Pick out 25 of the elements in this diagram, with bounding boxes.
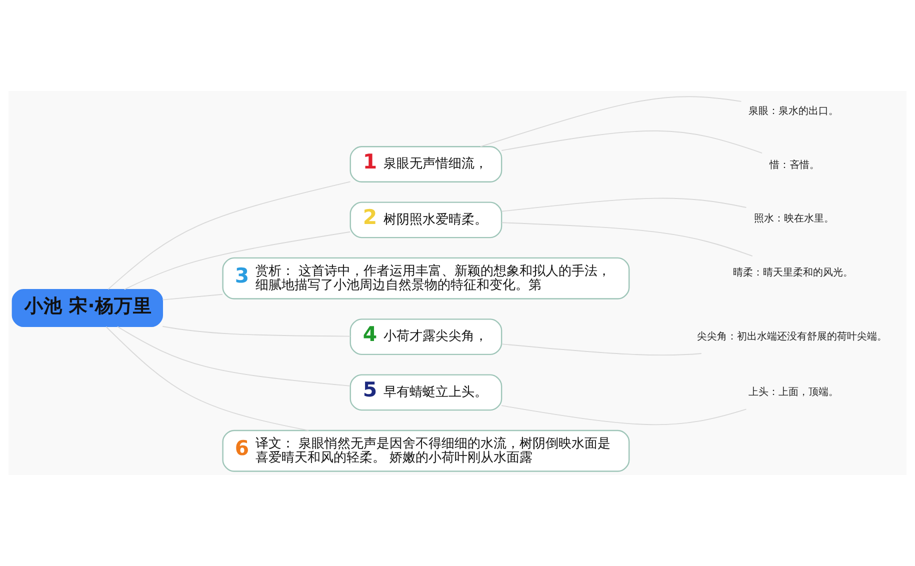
connector [480,96,742,148]
node-text: 惜：吝惜。 [770,160,820,171]
node-text: 晴柔：晴天里柔和的风光。 [732,267,853,278]
connector [162,326,351,337]
node-box: 小池 宋·杨万里 [12,289,163,328]
connector [108,181,351,290]
node-box: 6 译文： 泉眼悄然无声是因舍不得细细的水流，树阴倒映水面是喜爱晴天和风的轻柔。 娇嫩的小荷叶刚从水面露 [222,430,630,472]
node-box: 1 泉眼无声惜细流， [350,146,502,182]
connector [501,405,747,426]
connector [501,344,702,356]
connector [162,294,223,300]
node-text: 照水：映在水里。 [754,214,834,225]
node-text: 上头：上面，顶端。 [748,387,839,398]
connector [501,130,763,154]
connector [501,198,747,212]
node-text: 尖尖角：初出水端还没有舒展的荷叶尖端。 [696,331,887,342]
node-box: 3 赏析： 这首诗中，作者运用丰富、新颖的想象和拟人的手法，细腻地描写了小池周边自然景物的特征和变化。第 [222,257,630,300]
node-box: 4 小荷才露尖尖角， [350,318,502,356]
node-text: 泉眼：泉水的出口。 [748,106,839,118]
connector [117,326,351,386]
connector [501,222,753,257]
node-box: 2 树阴照水爱晴柔。 [350,202,502,238]
connector [124,231,351,290]
connector [106,326,309,431]
node-box: 5 早有蜻蜓立上头。 [350,374,502,411]
